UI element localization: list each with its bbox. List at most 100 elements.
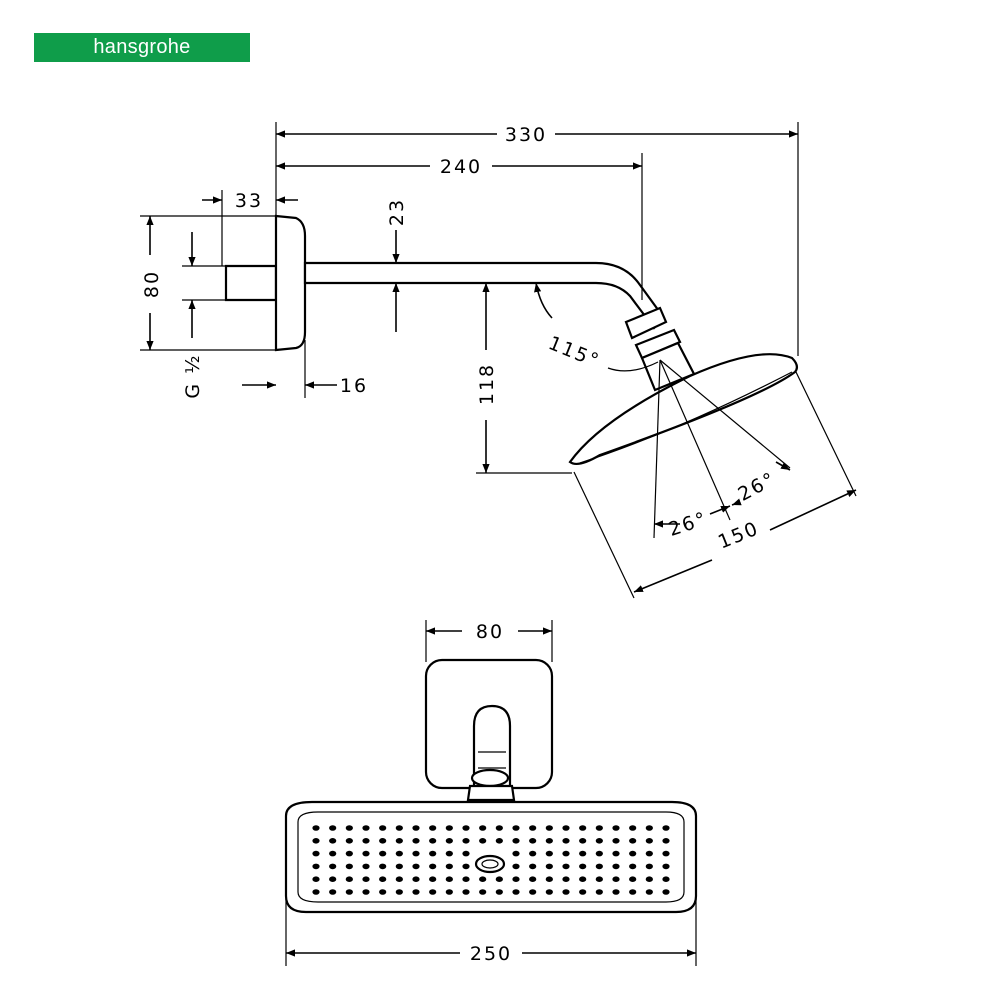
nozzle — [562, 850, 570, 857]
nozzle — [612, 838, 620, 844]
front-view: 80 250 — [284, 620, 698, 966]
nozzle — [629, 850, 637, 857]
dim-spray-right: 26° — [734, 468, 779, 506]
nozzle — [395, 850, 403, 857]
nozzle — [462, 889, 470, 895]
nozzle — [462, 838, 470, 844]
nozzle — [429, 863, 437, 870]
nozzle — [479, 876, 487, 882]
nozzle — [612, 863, 620, 870]
nozzle — [445, 863, 453, 870]
nozzle — [429, 850, 437, 857]
dim-angle: 115° — [545, 332, 603, 373]
nozzle — [595, 863, 603, 870]
dim-head-width-side: 150 — [715, 517, 762, 553]
dim-spray-left: 26° — [666, 508, 711, 541]
center-nozzle — [474, 854, 506, 874]
nozzle — [345, 838, 353, 844]
nozzle — [645, 838, 653, 844]
nozzle — [429, 838, 437, 844]
nozzle — [395, 889, 403, 895]
nozzle — [579, 838, 587, 844]
nozzle — [662, 863, 670, 870]
nozzle — [312, 876, 320, 882]
nozzle — [545, 850, 553, 857]
nozzle — [579, 889, 587, 895]
nozzle — [395, 825, 403, 831]
nozzle — [629, 838, 637, 844]
nozzle — [412, 850, 420, 857]
nozzle — [529, 838, 537, 844]
nozzle — [345, 850, 353, 857]
nozzle — [645, 863, 653, 870]
nozzle — [612, 850, 620, 857]
dim-drop: 118 — [476, 363, 498, 405]
nozzle — [395, 838, 403, 844]
nozzle — [562, 825, 570, 831]
nozzle — [429, 825, 437, 831]
wall-plate — [274, 214, 307, 352]
nozzle — [412, 863, 420, 870]
nozzle — [579, 863, 587, 870]
nozzle — [412, 889, 420, 895]
nozzle — [362, 838, 370, 844]
nozzle — [329, 889, 337, 895]
ball-joint — [624, 306, 668, 340]
nozzle — [329, 876, 337, 882]
nozzle — [579, 825, 587, 831]
nozzle — [412, 838, 420, 844]
nozzle — [512, 838, 520, 844]
nozzle — [445, 876, 453, 882]
nozzle — [445, 889, 453, 895]
dim-plate-width-front: 80 — [476, 621, 504, 643]
shower-arm — [303, 261, 666, 330]
nozzle — [595, 838, 603, 844]
nozzle — [312, 889, 320, 895]
nozzle — [429, 889, 437, 895]
nozzle — [512, 850, 520, 857]
nozzle — [579, 850, 587, 857]
dim-arm: 240 — [440, 156, 482, 178]
side-view: 330 240 33 23 80 G ½ 16 — [140, 122, 857, 599]
nozzle — [512, 876, 520, 882]
nozzle — [545, 876, 553, 882]
dim-head-width-front: 250 — [470, 943, 512, 965]
nozzle — [629, 889, 637, 895]
nozzle — [645, 889, 653, 895]
nozzle — [429, 876, 437, 882]
spray-nozzles — [312, 825, 670, 895]
nozzle — [645, 850, 653, 857]
nozzle — [445, 850, 453, 857]
nozzle — [545, 838, 553, 844]
nozzle — [395, 876, 403, 882]
nozzle — [645, 876, 653, 882]
nozzle — [529, 863, 537, 870]
nozzle — [362, 825, 370, 831]
nozzle — [562, 863, 570, 870]
dim-plate-depth: 16 — [340, 375, 368, 397]
nozzle — [495, 825, 503, 831]
pipe-nipple — [224, 264, 278, 302]
nozzle — [462, 863, 470, 870]
nozzle — [495, 889, 503, 895]
nozzle — [362, 863, 370, 870]
nozzle — [345, 889, 353, 895]
nozzle — [379, 825, 387, 831]
dim-thread: G ½ — [182, 353, 204, 398]
nozzle — [512, 825, 520, 831]
nozzle — [495, 876, 503, 882]
shower-head-side — [568, 353, 799, 465]
nozzle — [662, 838, 670, 844]
nozzle — [379, 850, 387, 857]
nozzle — [662, 850, 670, 857]
nozzle — [629, 863, 637, 870]
nozzle — [462, 876, 470, 882]
nozzle — [529, 850, 537, 857]
nozzle — [395, 863, 403, 870]
nozzle — [329, 825, 337, 831]
arm-front — [472, 704, 512, 792]
nozzle — [312, 838, 320, 844]
dim-pipe: 33 — [235, 190, 263, 212]
nozzle — [629, 876, 637, 882]
nozzle — [462, 825, 470, 831]
